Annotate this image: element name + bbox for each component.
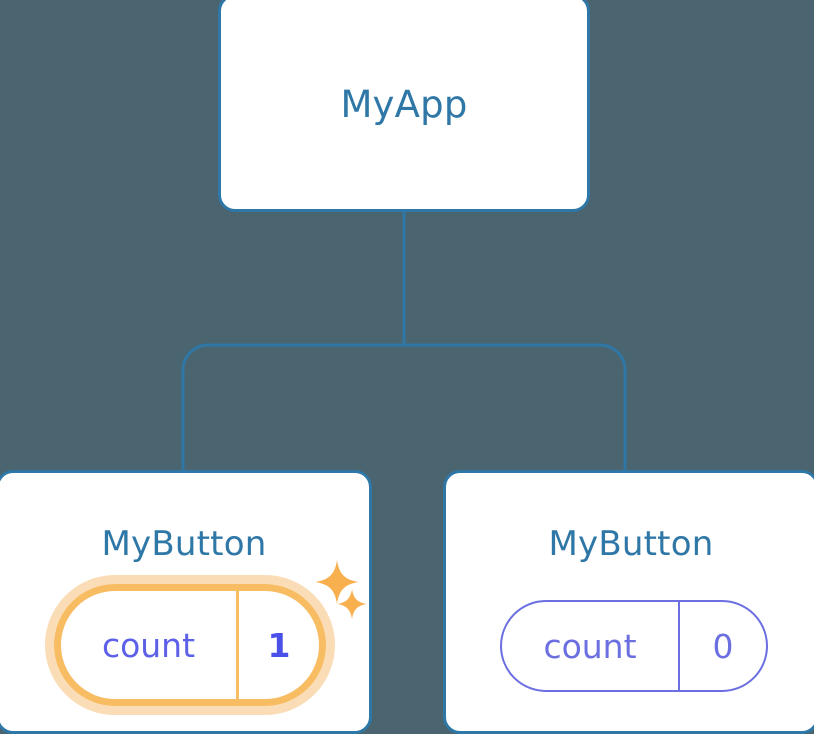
edge-to-left-child [181,343,404,472]
sparkle-large-icon [315,560,359,604]
node-mybutton-right-label: MyButton [548,524,714,564]
state-key-right: count [502,602,680,690]
sparkle-small-icon [337,589,367,619]
edge-to-right-child [404,343,627,472]
state-key-left: count [61,591,239,699]
node-mybutton-left-label: MyButton [101,524,267,564]
node-mybutton-right[interactable]: MyButton count 0 [443,470,814,734]
node-myapp[interactable]: MyApp [218,0,590,212]
node-mybutton-left[interactable]: MyButton count 1 [0,470,372,734]
state-pill-right-body[interactable]: count 0 [500,600,768,692]
state-pill-glow [45,575,335,715]
state-pill-left[interactable]: count 1 [45,575,335,715]
state-value-left: 1 [267,625,291,665]
state-value-right: 0 [712,626,734,666]
state-pill-right[interactable]: count 0 [497,598,771,694]
node-myapp-label: MyApp [340,83,468,126]
state-pill-left-body[interactable]: count 1 [54,584,326,706]
